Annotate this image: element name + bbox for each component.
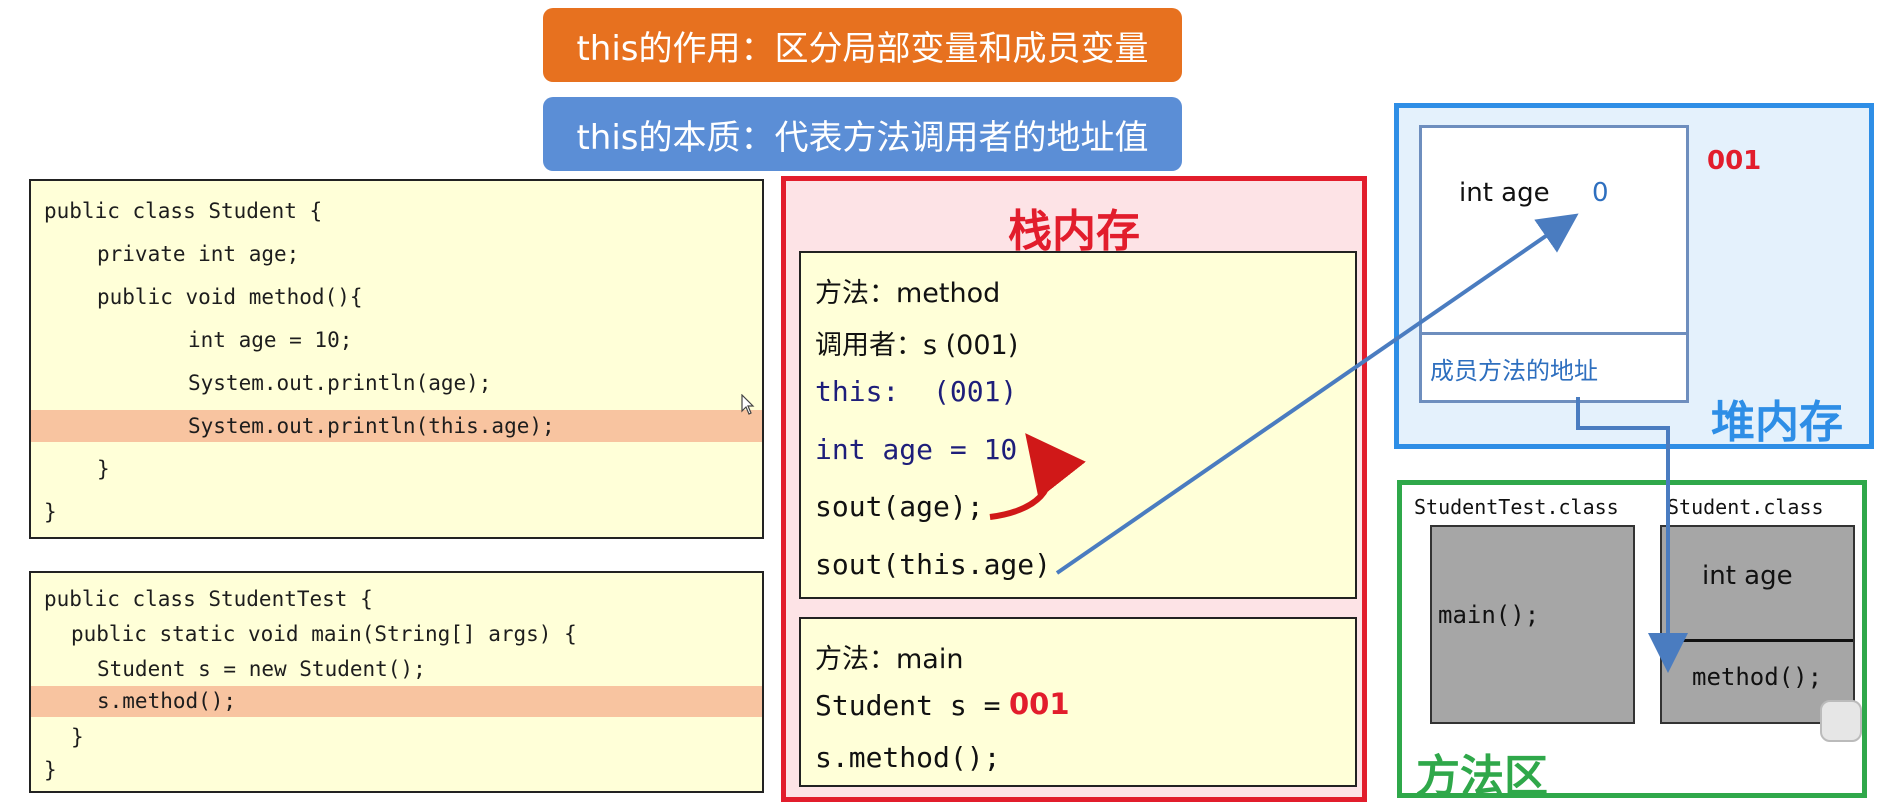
frame-this: this: (001) <box>815 375 1018 408</box>
method-area: StudentTest.class Student.class main(); … <box>1397 480 1867 802</box>
player-icon <box>1820 700 1862 742</box>
frame-caller: 调用者：s (001) <box>815 330 1019 361</box>
student-test-class-code: public class StudentTest { public static… <box>29 571 764 793</box>
stack-memory: 栈内存 方法：method 调用者：s (001) this: (001) in… <box>781 176 1367 802</box>
heap-method-address: 成员方法的地址 <box>1430 357 1598 385</box>
code-line: System.out.println(age); <box>188 371 492 395</box>
code-line: private int age; <box>97 242 300 266</box>
code-line: public class StudentTest { <box>44 587 373 611</box>
heap-memory: int age 0 成员方法的地址 001 堆内存 <box>1394 103 1874 449</box>
mouse-cursor-icon <box>741 394 755 415</box>
student-class-label: Student.class <box>1667 495 1824 519</box>
frame-main-name: 方法：main <box>815 644 964 675</box>
method-area-title: 方法区 <box>1416 751 1548 802</box>
code-line: int age = 10; <box>188 328 353 352</box>
code-line: } <box>44 500 57 524</box>
this-purpose-banner: this的作用：区分局部变量和成员变量 <box>543 8 1182 82</box>
frame-local-age: int age = 10 <box>815 433 1018 466</box>
studenttest-class-label: StudentTest.class <box>1414 495 1619 519</box>
code-line: Student s = new Student(); <box>97 657 426 681</box>
this-essence-banner: this的本质：代表方法调用者的地址值 <box>543 97 1182 171</box>
frame-student-var: Student s = <box>815 689 1001 722</box>
frame-method-call: s.method(); <box>815 741 1001 774</box>
studenttest-class-box: main(); <box>1430 525 1635 724</box>
method-address-arrow <box>1576 397 1688 673</box>
stack-memory-title: 栈内存 <box>1008 206 1140 257</box>
student-class-box: int age method(); <box>1660 525 1855 724</box>
student-class-method-label: method(); <box>1692 663 1823 691</box>
heap-field-value: 0 <box>1592 178 1609 208</box>
student-class-divider <box>1662 639 1853 642</box>
frame-sout-this-age: sout(this.age) <box>815 548 1052 581</box>
method-stack-frame: 方法：method 调用者：s (001) this: (001) int ag… <box>799 251 1357 599</box>
this-purpose-text: this的作用：区分局部变量和成员变量 <box>576 28 1149 69</box>
student-class-field-label: int age <box>1702 561 1793 591</box>
code-line: public static void main(String[] args) { <box>71 622 577 646</box>
local-variable-curved-arrow <box>989 433 1086 520</box>
code-line-highlighted: s.method(); <box>31 686 762 717</box>
student-class-code: public class Student { private int age; … <box>29 179 764 539</box>
code-line-highlighted: System.out.println(this.age); <box>31 410 762 442</box>
code-line: public void method(){ <box>97 285 363 309</box>
code-line: public class Student { <box>44 199 323 223</box>
heap-memory-title: 堆内存 <box>1711 397 1843 448</box>
main-method-label: main(); <box>1438 601 1540 629</box>
heap-field-label: int age <box>1459 178 1550 208</box>
frame-method-name: 方法：method <box>815 278 1001 309</box>
main-stack-frame: 方法：main Student s = 001 s.method(); <box>799 617 1357 787</box>
frame-student-value: 001 <box>1009 687 1070 721</box>
heap-object: int age 0 成员方法的地址 <box>1419 125 1689 403</box>
code-line: } <box>97 457 110 481</box>
frame-sout-age: sout(age); <box>815 490 984 523</box>
code-line: } <box>44 758 57 782</box>
code-line: } <box>71 725 84 749</box>
this-essence-text: this的本质：代表方法调用者的地址值 <box>576 117 1149 158</box>
heap-object-address: 001 <box>1707 146 1762 176</box>
this-age-reference-arrow <box>1055 213 1579 575</box>
heap-object-divider <box>1422 332 1686 335</box>
